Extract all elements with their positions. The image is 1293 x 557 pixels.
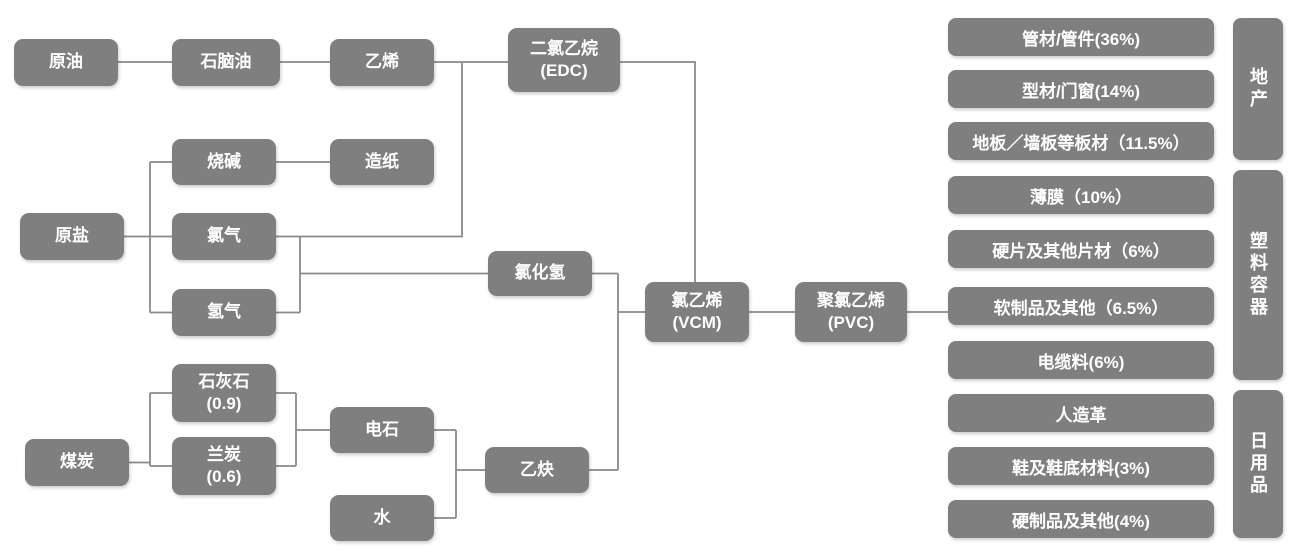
node-pvc: 聚氯乙烯 (PVC) <box>795 282 907 342</box>
node-papermaking: 造纸 <box>330 139 434 185</box>
application-floor-wall-panels: 地板／墙板等板材（11.5%） <box>948 122 1214 160</box>
application-label: 鞋及鞋底材料(3%) <box>1012 458 1150 478</box>
node-label: 乙炔 <box>520 459 554 479</box>
node-crude-oil: 原油 <box>14 39 118 86</box>
application-pipes: 管材/管件(36%) <box>948 18 1214 56</box>
node-coal: 煤炭 <box>25 439 129 486</box>
node-label: 电石 <box>365 419 399 439</box>
application-label: 管材/管件(36%) <box>1021 29 1141 49</box>
application-rigid-sheets: 硬片及其他片材（6%） <box>948 230 1214 268</box>
node-semi-coke: 兰炭 (0.6) <box>172 437 276 495</box>
node-label: 乙烯 <box>365 52 399 72</box>
node-sublabel: (0.9) <box>206 394 242 413</box>
node-caustic-soda: 烧碱 <box>172 139 276 185</box>
node-hydrogen: 氢气 <box>172 289 276 336</box>
node-calcium-carbide: 电石 <box>330 407 434 453</box>
category-label: 地产 <box>1248 67 1268 111</box>
category-label: 塑料容器 <box>1248 231 1268 319</box>
node-label: 氯化氢 <box>514 263 566 283</box>
application-hard-products: 硬制品及其他(4%) <box>948 500 1214 538</box>
application-label: 软制品及其他（6.5%） <box>993 298 1169 318</box>
node-sublabel: (EDC) <box>540 61 588 80</box>
application-label: 型材/门窗(14%) <box>1021 81 1141 101</box>
application-cable-material: 电缆料(6%) <box>948 341 1214 379</box>
node-ethylene: 乙烯 <box>330 39 434 86</box>
node-sublabel: (0.6) <box>206 467 242 486</box>
node-hydrogen-chloride: 氯化氢 <box>488 251 592 296</box>
node-label: 氯气 <box>207 226 241 246</box>
application-film: 薄膜（10%） <box>948 176 1214 214</box>
node-label: 二氯乙烷 <box>530 38 598 58</box>
node-sublabel: (VCM) <box>672 313 722 332</box>
application-label: 地板／墙板等板材（11.5%） <box>972 133 1190 153</box>
category-plastic-containers: 塑料容器 <box>1233 170 1283 380</box>
node-label: 煤炭 <box>60 452 94 472</box>
application-label: 薄膜（10%） <box>1029 187 1133 207</box>
node-label: 氢气 <box>207 302 241 322</box>
node-label: 水 <box>373 507 391 527</box>
application-label: 硬片及其他片材（6%） <box>992 241 1170 261</box>
node-label: 原盐 <box>55 226 89 246</box>
node-label: 烧碱 <box>207 151 241 171</box>
node-label: 原油 <box>49 52 83 72</box>
application-artificial-leather: 人造革 <box>948 394 1214 432</box>
node-chlorine: 氯气 <box>172 213 276 260</box>
node-label: 兰炭 <box>207 444 241 464</box>
node-raw-salt: 原盐 <box>20 213 124 260</box>
node-label: 石脑油 <box>200 52 252 72</box>
application-label: 硬制品及其他(4%) <box>1012 511 1150 531</box>
node-label: 氯乙烯 <box>671 290 723 310</box>
node-acetylene: 乙炔 <box>485 447 589 493</box>
node-limestone: 石灰石 (0.9) <box>172 364 276 422</box>
application-label: 人造革 <box>1055 405 1107 425</box>
category-label: 日用品 <box>1248 431 1268 497</box>
node-vcm: 氯乙烯 (VCM) <box>645 282 749 342</box>
application-label: 电缆料(6%) <box>1037 352 1125 372</box>
node-sublabel: (PVC) <box>827 313 875 332</box>
node-naphtha: 石脑油 <box>172 39 280 86</box>
node-water: 水 <box>330 495 434 541</box>
node-edc: 二氯乙烷 (EDC) <box>508 28 620 92</box>
application-shoes-soles: 鞋及鞋底材料(3%) <box>948 447 1214 485</box>
node-label: 石灰石 <box>198 371 250 391</box>
node-label: 聚氯乙烯 <box>817 290 885 310</box>
application-profiles-doors-windows: 型材/门窗(14%) <box>948 70 1214 108</box>
category-real-estate: 地产 <box>1233 18 1283 160</box>
category-daily-necessities: 日用品 <box>1233 390 1283 538</box>
node-label: 造纸 <box>365 151 399 171</box>
application-soft-products: 软制品及其他（6.5%） <box>948 287 1214 325</box>
